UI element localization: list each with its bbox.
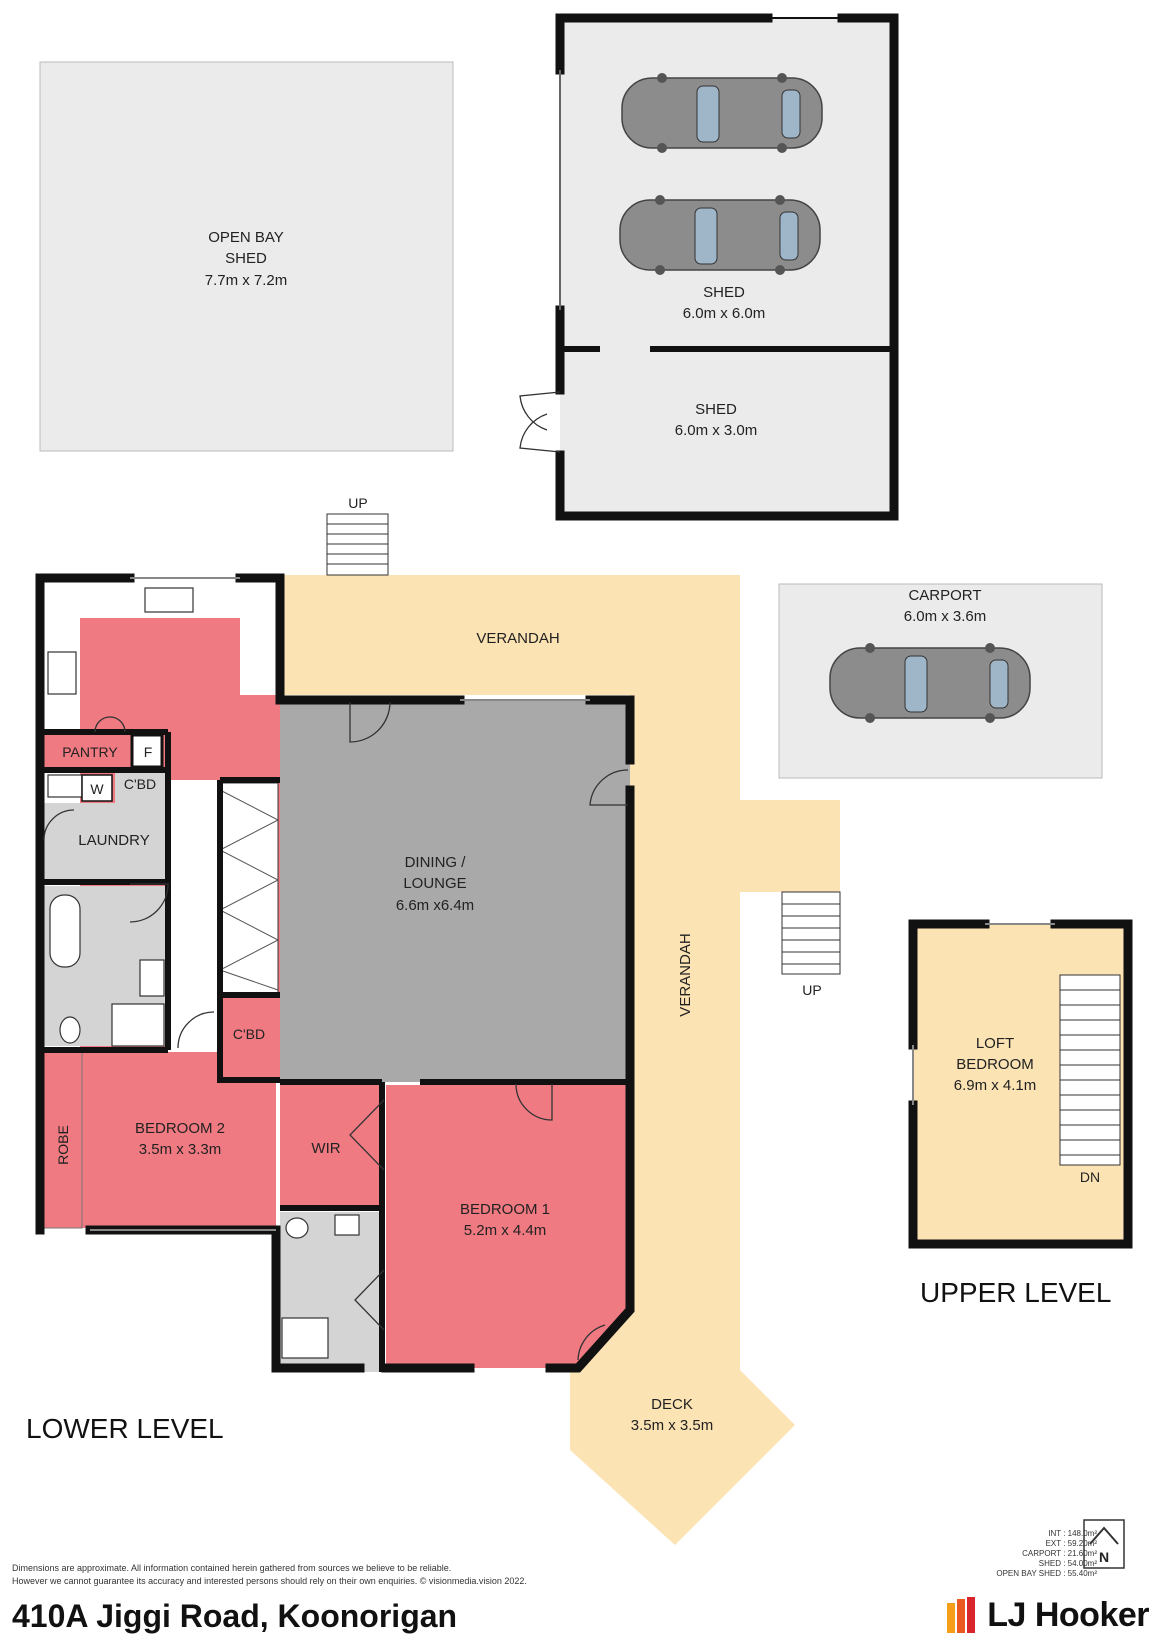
area-ext: EXT : 59.20m²	[1045, 1539, 1097, 1548]
washer-area	[81, 774, 113, 802]
shed-small-size: 6.0m x 3.0m	[675, 422, 758, 439]
property-address: 410A Jiggi Road, Koonorigan	[12, 1598, 458, 1634]
brand-logo-text: LJ Hooker	[987, 1596, 1149, 1634]
north-compass-icon: N	[1083, 1519, 1125, 1569]
car-icon	[621, 73, 823, 153]
stairs-up-side-label: UP	[802, 982, 821, 998]
carport-label: CARPORT	[908, 587, 981, 604]
lower-level-caption: LOWER LEVEL	[26, 1413, 224, 1444]
dining-lounge-size: 6.6m x6.4m	[396, 897, 474, 914]
shed-small-area	[560, 351, 894, 515]
stairs-up-internal[interactable]	[218, 782, 280, 994]
cooktop-icon	[47, 651, 77, 695]
robe-label: ROBE	[55, 1125, 71, 1165]
bedroom2-label: BEDROOM 2	[135, 1120, 225, 1137]
car-icon	[619, 195, 821, 275]
deck-size: 3.5m x 3.5m	[631, 1417, 714, 1434]
shed-large-label: SHED	[703, 284, 745, 301]
shed-large-size: 6.0m x 6.0m	[683, 305, 766, 322]
stairs-up-top[interactable]	[326, 513, 389, 576]
lounge-side-door[interactable]	[589, 769, 629, 806]
shower-icon	[111, 1003, 165, 1047]
deck-label: DECK	[651, 1396, 693, 1413]
upper-level-caption: UPPER LEVEL	[920, 1277, 1111, 1308]
disclaimer-line-2: However we cannot guarantee its accuracy…	[12, 1576, 527, 1586]
verandah-side-label: VERANDAH	[677, 933, 694, 1016]
verandah-area	[280, 575, 840, 1545]
sink-icon	[144, 587, 194, 613]
bedroom1-area	[386, 1085, 630, 1368]
robe-area	[43, 1051, 83, 1229]
toilet-icon	[285, 1217, 309, 1239]
wir-label: WIR	[311, 1140, 340, 1157]
compass-label: N	[1099, 1549, 1109, 1565]
laundry-door[interactable]	[43, 809, 75, 841]
carport-size: 6.0m x 3.6m	[904, 608, 987, 625]
verandah-top-label: VERANDAH	[476, 630, 559, 647]
toilet-icon	[59, 1016, 81, 1044]
laundry-label: LAUNDRY	[78, 832, 149, 849]
shed-large-area	[560, 18, 894, 351]
fridge-label: F	[144, 744, 153, 760]
dining-lounge-area	[280, 700, 630, 1082]
washer-label: W	[90, 781, 104, 797]
loft-walls	[908, 919, 1133, 1249]
car-icon	[829, 643, 1031, 723]
stairs-down-loft[interactable]	[1059, 974, 1121, 1166]
bathtub-icon	[49, 894, 81, 968]
shed-small-label: SHED	[695, 401, 737, 418]
deck-door[interactable]	[577, 1324, 606, 1361]
loft-label-2: BEDROOM	[956, 1056, 1034, 1073]
stairs-up-side[interactable]	[781, 891, 841, 975]
loft-size: 6.9m x 4.1m	[954, 1077, 1037, 1094]
dining-lounge-label-1: DINING /	[405, 854, 467, 871]
pantry-area	[44, 735, 132, 767]
lj-hooker-stripes-icon	[947, 1596, 976, 1633]
open-bay-shed-label-2: SHED	[225, 250, 267, 267]
area-open-bay-shed: OPEN BAY SHED : 55.40m²	[996, 1569, 1097, 1578]
bedroom2-size: 3.5m x 3.3m	[139, 1141, 222, 1158]
wir-sliding-door[interactable]	[349, 1099, 385, 1171]
open-bay-shed-size: 7.7m x 7.2m	[205, 272, 288, 289]
bedroom2-door[interactable]	[177, 1011, 215, 1049]
stairs-down-loft-label: DN	[1080, 1169, 1100, 1185]
bedroom1-size: 5.2m x 4.4m	[464, 1222, 547, 1239]
wir-area	[280, 1085, 382, 1208]
pantry-label: PANTRY	[62, 744, 118, 760]
cbd-hall-label: C'BD	[233, 1026, 265, 1042]
ensuite-sliding-door[interactable]	[354, 1269, 385, 1331]
disclaimer-line-1: Dimensions are approximate. All informat…	[12, 1563, 452, 1573]
shower-icon	[281, 1317, 329, 1359]
area-summary: INT : 148.0m² EXT : 59.20m² CARPORT : 21…	[996, 1529, 1097, 1579]
lounge-top-door[interactable]	[349, 701, 391, 743]
loft-label-1: LOFT	[976, 1035, 1014, 1052]
house-exterior-walls	[35, 573, 635, 1373]
shed-double-door[interactable]	[519, 391, 561, 453]
bedroom1-door[interactable]	[515, 1083, 553, 1121]
laundry-area	[44, 803, 166, 881]
pantry-door[interactable]	[94, 716, 126, 733]
stairs-up-top-label: UP	[348, 495, 367, 511]
area-shed: SHED : 54.00m²	[1038, 1559, 1097, 1568]
cbd-laundry-label: C'BD	[124, 776, 156, 792]
area-int: INT : 148.0m²	[1048, 1529, 1097, 1538]
bedroom1-label: BEDROOM 1	[460, 1201, 550, 1218]
dining-lounge-label-2: LOUNGE	[403, 875, 466, 892]
vanity-icon	[139, 959, 165, 997]
bathroom-door[interactable]	[129, 883, 169, 923]
disclaimer: Dimensions are approximate. All informat…	[12, 1562, 712, 1588]
open-bay-shed-label-1: OPEN BAY	[208, 229, 284, 246]
vanity-icon	[334, 1214, 360, 1236]
brand-logo: LJ Hooker	[947, 1596, 1149, 1635]
open-bay-shed-area	[39, 61, 454, 452]
area-carport: CARPORT : 21.60m²	[1022, 1549, 1097, 1558]
internal-walls	[40, 729, 630, 1372]
laundry-tub-icon	[47, 774, 83, 798]
